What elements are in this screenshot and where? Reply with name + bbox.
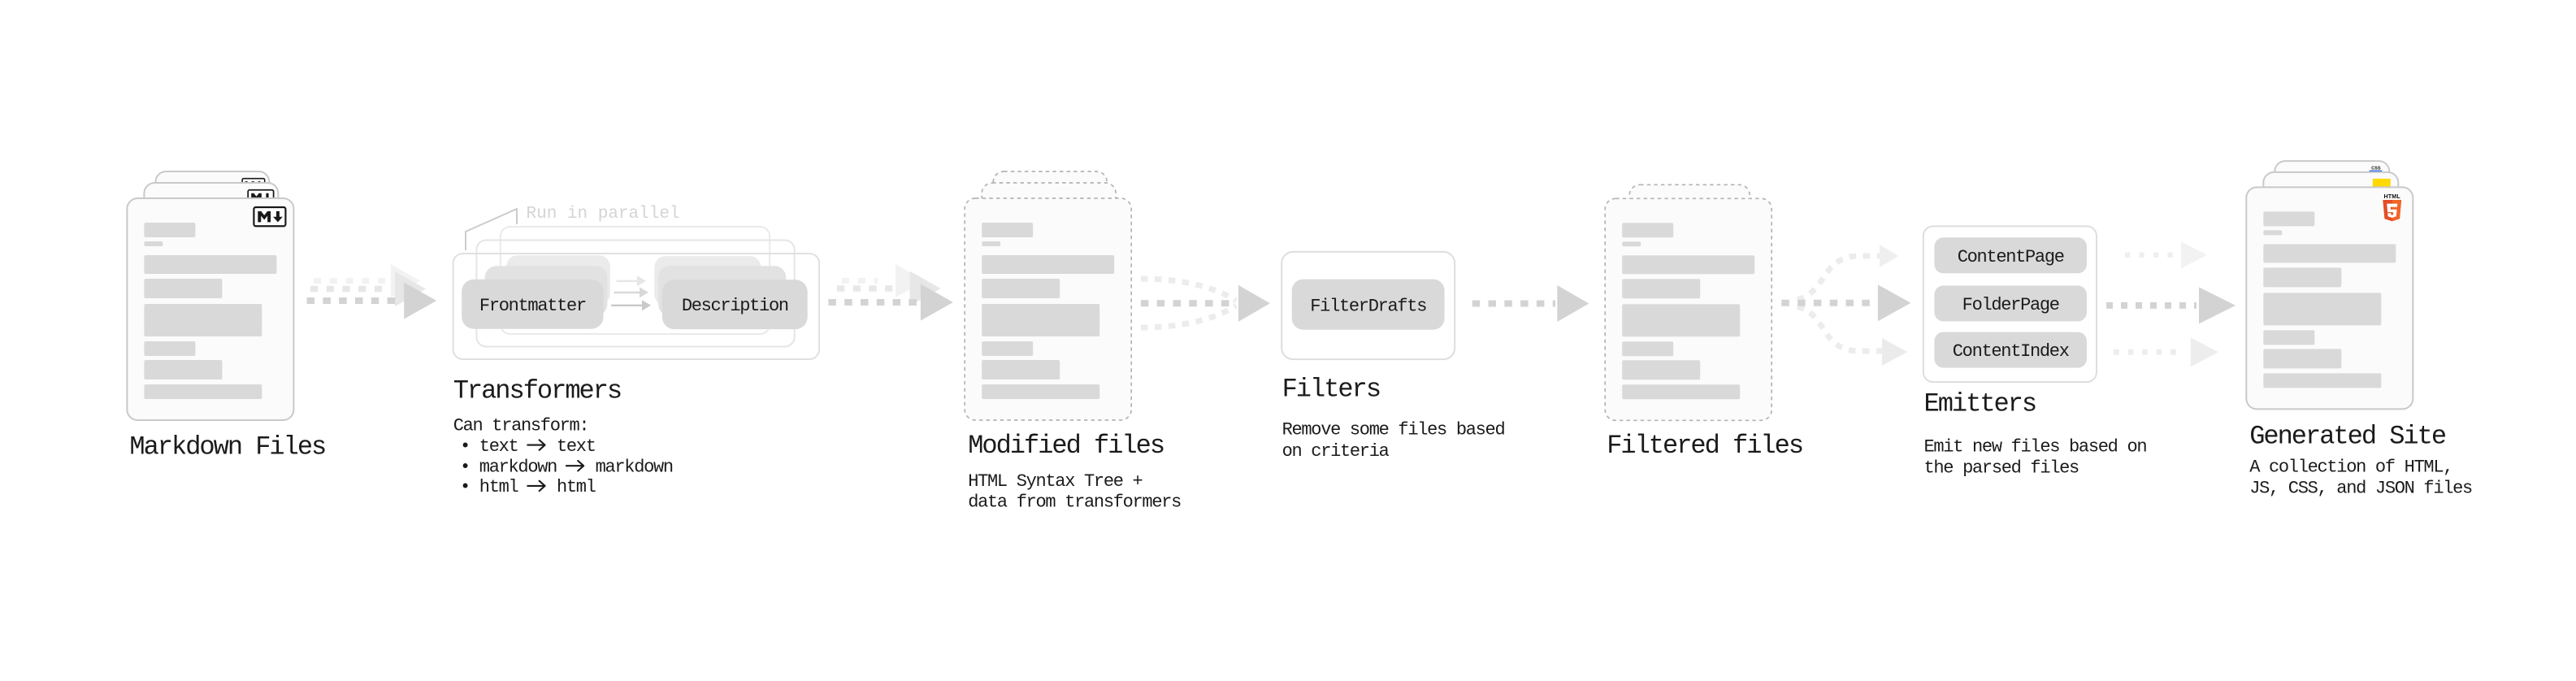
svg-text:Generated Site: Generated Site — [2249, 421, 2446, 451]
svg-text:Filtered files: Filtered files — [1607, 431, 1802, 461]
svg-text:HTML Syntax Tree +: HTML Syntax Tree + — [968, 471, 1142, 492]
svg-text:Run in parallel: Run in parallel — [527, 205, 680, 223]
svg-text:Transformers: Transformers — [453, 375, 621, 406]
svg-text:data from transformers: data from transformers — [968, 492, 1181, 513]
svg-text:ContentIndex: ContentIndex — [1953, 341, 2070, 362]
svg-text:Markdown Files: Markdown Files — [129, 432, 325, 462]
svg-text:• html: • html — [460, 477, 518, 497]
svg-text:• markdown: • markdown — [460, 457, 557, 477]
svg-text:Frontmatter: Frontmatter — [479, 296, 586, 316]
svg-text:JS, CSS, and JSON files: JS, CSS, and JSON files — [2249, 478, 2472, 498]
svg-text:Emitters: Emitters — [1924, 389, 2036, 419]
svg-text:A collection of HTML,: A collection of HTML, — [2249, 458, 2452, 478]
svg-text:on criteria: on criteria — [1282, 441, 1390, 462]
svg-text:Remove some files based: Remove some files based — [1282, 420, 1505, 440]
svg-text:• text: • text — [460, 436, 518, 457]
svg-text:Modified files: Modified files — [968, 431, 1164, 461]
svg-text:html: html — [557, 477, 596, 497]
svg-text:FilterDrafts: FilterDrafts — [1310, 296, 1426, 316]
svg-text:CSS: CSS — [2371, 167, 2381, 171]
svg-text:Can transform:: Can transform: — [453, 416, 589, 436]
svg-text:Filters: Filters — [1282, 374, 1380, 404]
svg-text:HTML: HTML — [2383, 193, 2400, 200]
svg-text:the parsed files: the parsed files — [1924, 458, 2079, 478]
svg-text:FolderPage: FolderPage — [1962, 295, 2059, 315]
svg-text:Description: Description — [682, 296, 788, 316]
svg-text:markdown: markdown — [596, 457, 673, 477]
svg-text:Emit new files based on: Emit new files based on — [1924, 437, 2147, 458]
svg-text:ContentPage: ContentPage — [1958, 247, 2064, 267]
svg-text:text: text — [557, 436, 596, 457]
